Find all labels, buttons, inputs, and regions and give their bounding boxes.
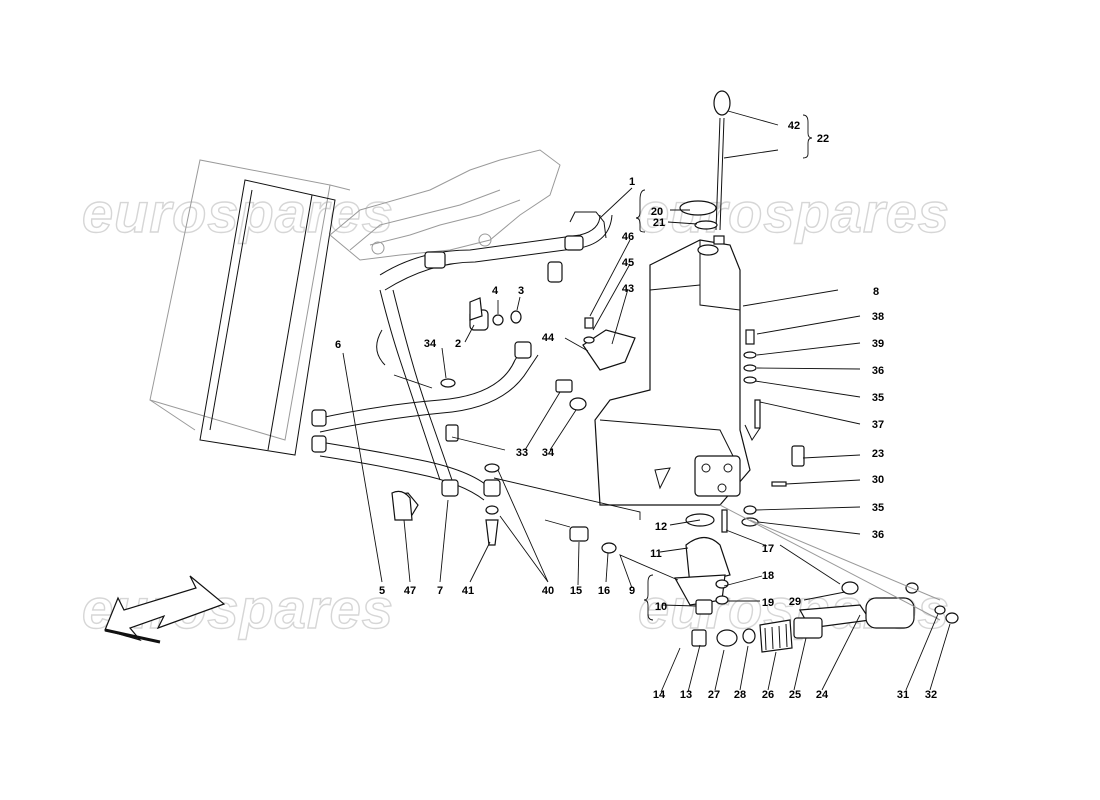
callout-label: 35 xyxy=(872,502,884,514)
callout-label: 44 xyxy=(542,332,555,344)
callout-label: 31 xyxy=(897,689,909,701)
callout-label: 11 xyxy=(650,548,662,560)
callout-label: 9 xyxy=(629,585,635,597)
oil-tank xyxy=(594,239,761,506)
callout-label: 32 xyxy=(925,689,937,701)
callout-label: 18 xyxy=(762,570,774,582)
front-direction-arrow xyxy=(104,575,226,644)
callout-label: 47 xyxy=(404,585,416,597)
oil-hoses xyxy=(311,211,613,501)
callout-label: 17 xyxy=(762,543,774,555)
callout-label: 28 xyxy=(734,689,746,701)
radiator xyxy=(149,159,351,456)
callout-label: 25 xyxy=(789,689,801,701)
callout-label: 45 xyxy=(622,257,634,269)
callout-label: 34 xyxy=(542,447,555,459)
callout-label: 38 xyxy=(872,311,884,323)
callout-label: 19 xyxy=(762,597,774,609)
callout-label: 37 xyxy=(872,419,884,431)
callout-label: 34 xyxy=(424,338,437,350)
callout-label: 22 xyxy=(817,133,829,145)
callout-label: 14 xyxy=(653,689,666,701)
callout-label: 41 xyxy=(462,585,474,597)
watermark-top-left: eurospares xyxy=(82,181,394,244)
callout-label: 24 xyxy=(816,689,829,701)
callout-label: 26 xyxy=(762,689,774,701)
callout-label: 20 xyxy=(651,206,663,218)
engine-outline xyxy=(329,149,561,261)
callout-label: 29 xyxy=(789,596,801,608)
callout-label: 23 xyxy=(872,448,884,460)
callout-label: 16 xyxy=(598,585,610,597)
callout-label: 15 xyxy=(570,585,582,597)
callout-label: 4 xyxy=(492,285,499,297)
callout-label: 43 xyxy=(622,283,634,295)
dipstick xyxy=(679,90,731,245)
callout-labels: 1 2 3 4 5 6 7 8 9 10 11 12 13 14 15 16 1… xyxy=(335,120,937,701)
callout-label: 5 xyxy=(379,585,385,597)
callout-label: 40 xyxy=(542,585,554,597)
callout-label: 39 xyxy=(872,338,884,350)
callout-label: 1 xyxy=(629,176,635,188)
callout-label: 13 xyxy=(680,689,692,701)
callout-label: 33 xyxy=(516,447,528,459)
callout-label: 3 xyxy=(518,285,524,297)
callout-label: 21 xyxy=(653,217,665,229)
callout-label: 42 xyxy=(788,120,800,132)
callout-label: 30 xyxy=(872,474,884,486)
callout-label: 12 xyxy=(655,521,667,533)
callout-label: 36 xyxy=(872,529,884,541)
callout-label: 27 xyxy=(708,689,720,701)
callout-label: 7 xyxy=(437,585,443,597)
hose-clips xyxy=(391,297,483,521)
callout-label: 35 xyxy=(872,392,884,404)
callout-label: 6 xyxy=(335,339,341,351)
small-parts xyxy=(392,309,959,653)
callout-label: 36 xyxy=(872,365,884,377)
callout-label: 8 xyxy=(873,286,879,298)
callout-label: 2 xyxy=(455,338,461,350)
leader-lines xyxy=(342,110,951,693)
callout-label: 10 xyxy=(655,601,667,613)
callout-label: 46 xyxy=(622,231,634,243)
